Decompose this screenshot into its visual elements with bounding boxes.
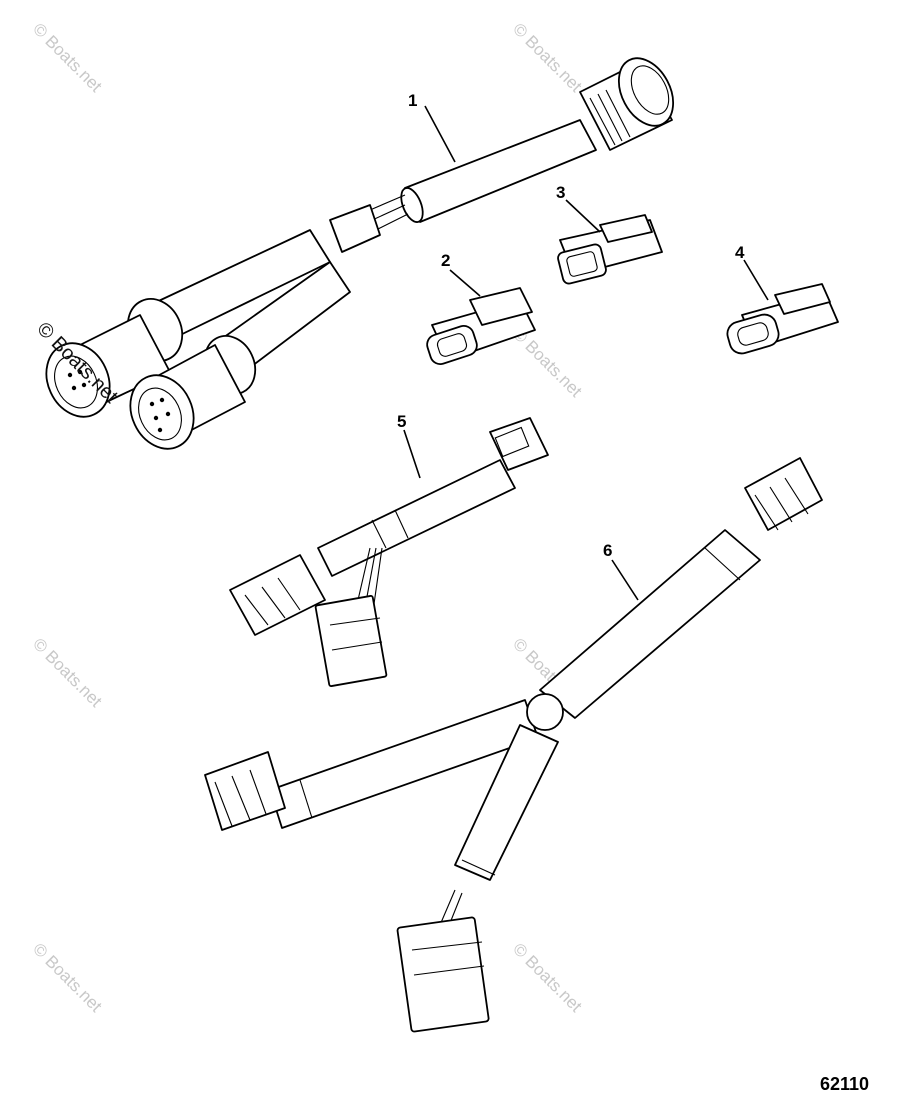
part-3-connector — [557, 214, 663, 285]
watermark-ml: © Boats.net — [29, 634, 106, 711]
part-2-connector — [426, 287, 536, 365]
watermark-tc: © Boats.net — [509, 19, 586, 96]
part-6-harness — [204, 457, 823, 1033]
leader-lines — [403, 105, 769, 601]
part-1-harness — [45, 57, 675, 450]
figure-number: 62110 — [820, 1074, 869, 1094]
watermark-tl: © Boats.net — [29, 19, 106, 96]
part-4-connector — [726, 283, 839, 355]
callout-4: 4 — [735, 243, 745, 262]
callout-6: 6 — [603, 541, 612, 560]
watermark-bc: © Boats.net — [509, 939, 586, 1016]
callout-2: 2 — [441, 251, 450, 270]
part-5-harness — [229, 417, 549, 687]
watermark-bl: © Boats.net — [29, 939, 106, 1016]
callout-1: 1 — [408, 91, 417, 110]
callout-5: 5 — [397, 412, 406, 431]
callout-3: 3 — [556, 183, 565, 202]
